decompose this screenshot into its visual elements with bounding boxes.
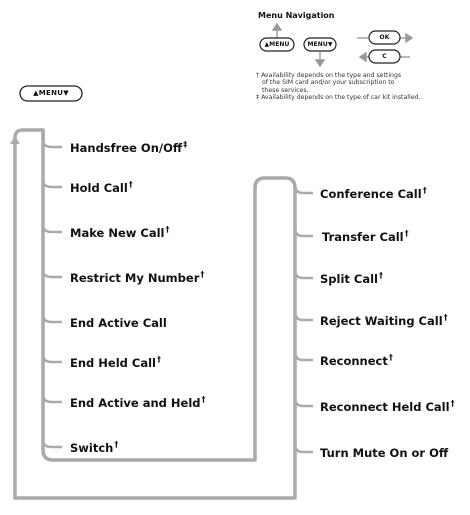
back-label: C — [382, 53, 387, 60]
footnote-mark: † — [443, 313, 448, 322]
left-branches — [41, 139, 62, 449]
right-menu-item-label: Reconnect Held Call — [320, 400, 450, 414]
right-menu-item-label: Split Call — [320, 272, 378, 286]
footnote-mark: † — [200, 270, 205, 279]
menu-down-label: MENU▼ — [307, 41, 333, 48]
menu-navigation-title: Menu Navigation — [258, 11, 335, 20]
right-menu-item: Conference Call† — [320, 186, 427, 201]
dagger-line-1: Availability depends on the type and set… — [261, 72, 402, 79]
left-menu-item-label: End Active and Held — [70, 396, 201, 410]
dagger-line-2: of the SIM card and/or your subscription… — [262, 79, 395, 87]
right-menu-item-label: Turn Mute On or Off — [320, 446, 449, 460]
right-menu-item-label: Reconnect — [320, 354, 388, 368]
right-menu-item-label: Transfer Call — [322, 230, 404, 244]
right-menu-item-label: Conference Call — [320, 187, 422, 201]
left-menu-item-label: Restrict My Number — [70, 271, 200, 285]
left-top-connector — [13, 128, 45, 140]
left-menu-item-label: End Held Call — [70, 356, 156, 370]
right-menu-item: Reconnect† — [320, 353, 393, 368]
right-branches — [293, 184, 313, 454]
footnote-mark: † — [388, 353, 393, 362]
footnote-mark: ‡ — [183, 140, 188, 149]
left-menu-item: Restrict My Number† — [70, 270, 204, 285]
main-menu-label: ▲MENU▼ — [33, 89, 69, 97]
left-menu-item-label: Make New Call — [70, 226, 165, 240]
left-menu-item: End Active Call — [70, 315, 168, 330]
left-menu-item-label: End Active Call — [70, 316, 167, 330]
footnote-mark: † — [422, 186, 427, 195]
legend-menu-down-button — [303, 37, 337, 52]
left-menu-item: Make New Call† — [70, 225, 169, 240]
right-menu-item-label: Reject Waiting Call — [320, 314, 443, 328]
footnote-mark: † — [450, 399, 455, 408]
legend-up-arrow — [271, 22, 283, 38]
left-menu-item-label: Hold Call — [70, 181, 128, 195]
footnote-mark: † — [201, 395, 206, 404]
footnote-mark: † — [114, 440, 119, 449]
left-menu-item: Switch† — [70, 440, 118, 455]
footnote-mark: † — [156, 355, 161, 364]
outer-loop-connector — [13, 138, 297, 500]
dagger-line-3: these services. — [262, 86, 309, 94]
left-menu-item: End Held Call† — [70, 355, 161, 370]
right-menu-item: Transfer Call† — [322, 229, 409, 244]
legend-right-arrow — [357, 32, 414, 44]
legend-menu-up-button — [259, 37, 295, 52]
left-menu-item-label: Switch — [70, 441, 114, 455]
ok-label: OK — [379, 34, 390, 41]
main-menu-button — [19, 85, 83, 102]
footnote-mark: † — [378, 271, 383, 280]
menu-up-label: ▲MENU — [264, 41, 290, 48]
right-menu-item: Turn Mute On or Off — [320, 445, 449, 460]
footnote-mark: † — [165, 225, 170, 234]
footnote-mark: † — [128, 180, 133, 189]
ddagger-line-1: Availability depends on the type of car … — [261, 94, 421, 102]
legend-back-button — [368, 49, 401, 64]
right-menu-item: Reject Waiting Call† — [320, 313, 448, 328]
dagger-footnote: † Availability depends on the type and s… — [256, 72, 468, 102]
right-menu-item: Reconnect Held Call† — [320, 399, 455, 414]
left-menu-item: Handsfree On/Off‡ — [70, 140, 187, 155]
dagger-symbol: † — [256, 72, 260, 79]
left-spine — [41, 130, 297, 462]
left-menu-item: End Active and Held† — [70, 395, 206, 410]
footnote-mark: † — [404, 229, 409, 238]
legend-left-arrow — [358, 51, 410, 63]
legend-down-arrow — [314, 52, 326, 68]
right-menu-item: Split Call† — [320, 271, 383, 286]
loop-up-arrow-icon — [10, 136, 20, 144]
ddagger-symbol: ‡ — [256, 94, 260, 102]
left-menu-item: Hold Call† — [70, 180, 133, 195]
left-menu-item-label: Handsfree On/Off — [70, 141, 183, 155]
legend-ok-button — [368, 30, 401, 45]
